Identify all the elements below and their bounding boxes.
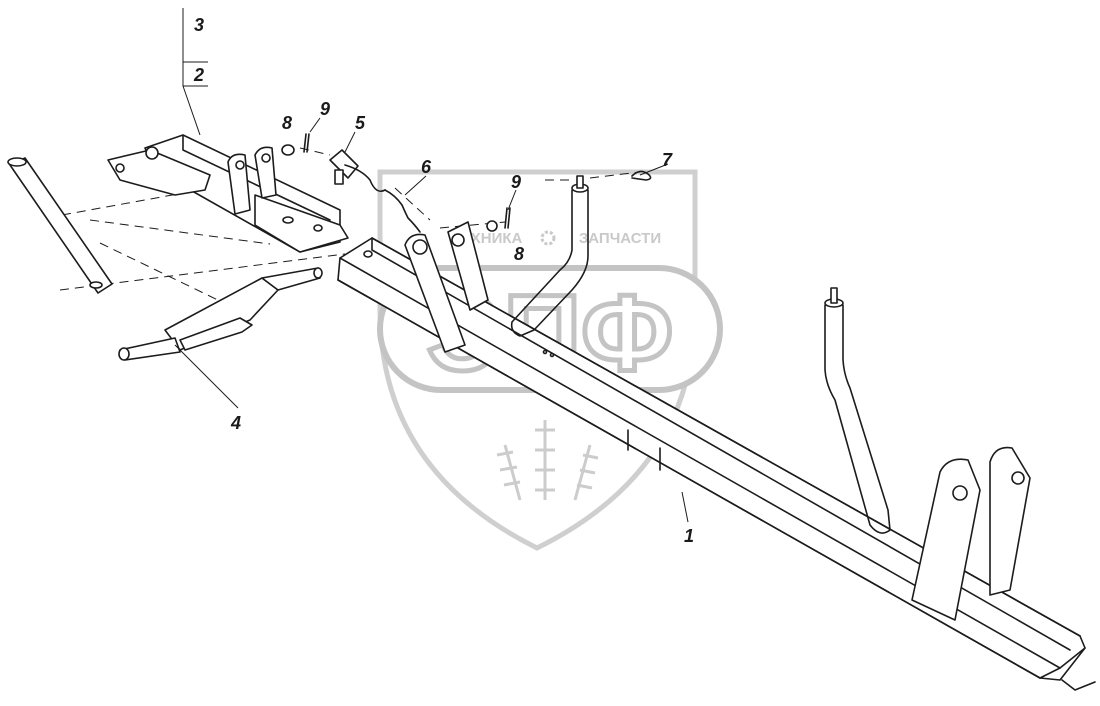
label-part-8-upper: 8	[282, 113, 292, 133]
spring-pin	[631, 170, 652, 181]
gear-icon	[540, 230, 556, 246]
part-labels: 3 2 8 9 5 6 9 8 7 4 1	[193, 15, 694, 546]
bent-rod-front	[510, 175, 589, 337]
label-part-9-upper: 9	[320, 99, 330, 119]
lever	[118, 267, 323, 361]
leader-lines	[174, 8, 689, 523]
label-part-9-lower: 9	[511, 172, 521, 192]
wheat-icon	[496, 420, 599, 501]
beam-front-bracket	[404, 221, 489, 353]
upper-bracket	[107, 134, 349, 253]
label-part-4: 4	[230, 413, 241, 433]
handle-knob	[329, 149, 386, 193]
washer-lower	[486, 220, 498, 232]
long-pin	[7, 157, 113, 294]
cable	[384, 189, 421, 233]
watermark-word-right: ЗАПЧАСТИ	[579, 230, 661, 247]
label-part-2: 2	[193, 65, 204, 85]
label-part-7: 7	[662, 150, 673, 170]
label-part-6: 6	[421, 157, 432, 177]
beam-rear-bracket	[911, 446, 1031, 621]
cotter-pin-lower	[504, 207, 511, 229]
bent-rod-rear	[824, 287, 891, 534]
label-part-5: 5	[355, 113, 366, 133]
washer-upper	[281, 144, 295, 156]
label-part-1: 1	[684, 526, 694, 546]
label-part-3: 3	[194, 15, 204, 35]
cotter-pin-upper	[303, 133, 310, 153]
label-part-8-lower: 8	[514, 244, 524, 264]
